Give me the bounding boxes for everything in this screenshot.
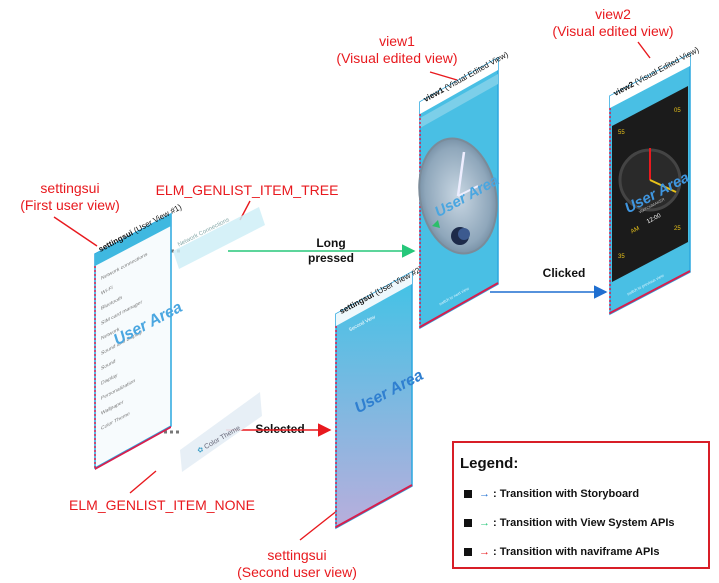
- selected-label: Selected: [255, 422, 305, 436]
- second-view-label-desc: (Second user view): [237, 564, 357, 580]
- second-user-view-panel: settingsui (User View #2) Second View Us…: [334, 264, 426, 530]
- first-panel-frame: [94, 212, 172, 470]
- legend-row-view-system: →: Transition with View System APIs: [464, 517, 675, 529]
- tree-floating-item: Network Connections: [173, 207, 267, 269]
- view1-panel-frame: [418, 56, 499, 330]
- view1-panel: view1 (Visual Edited View) User Area swi…: [418, 50, 510, 330]
- view1-label-desc: (Visual edited view): [336, 50, 458, 66]
- none-floating-item: ✿ Color Theme: [176, 390, 264, 472]
- none-item-callout-line: [129, 470, 157, 494]
- view2-panel-frame: 55 05 35 25: [609, 52, 691, 316]
- legend-bullet: [464, 548, 472, 557]
- legend-bullet: [464, 519, 472, 528]
- long-pressed-label-line2: pressed: [307, 251, 355, 265]
- legend-row-text: : Transition with Storyboard: [493, 488, 640, 500]
- first-user-view-panel: settingsui (User View #1) Network connec…: [93, 202, 185, 470]
- view2-label-desc: (Visual edited view): [552, 23, 674, 39]
- view2-dial-mark: 35: [618, 254, 625, 260]
- view2-callout-line: [637, 41, 651, 59]
- legend-bullet: [464, 490, 472, 499]
- legend-title: Legend:: [460, 455, 519, 472]
- none-item-card: [180, 392, 262, 472]
- clicked-label: Clicked: [542, 266, 586, 280]
- view2-panel: 55 05 35 25 view2 (Visual Edited View) U…: [608, 45, 700, 316]
- long-pressed-label: Long pressed: [296, 236, 366, 266]
- view2-dial-mark: 55: [618, 130, 625, 136]
- tree-item-card: [173, 207, 265, 269]
- tree-item-label: ELM_GENLIST_ITEM_TREE: [155, 182, 339, 198]
- view1-label-name: view1: [379, 33, 415, 49]
- legend-box: Legend: →: Transition with Storyboard →:…: [452, 441, 710, 569]
- second-view-label: settingsui (Second user view): [226, 547, 368, 581]
- second-view-label-name: settingsui: [267, 547, 327, 563]
- view2-label-name: view2: [595, 6, 631, 22]
- green-arrow-icon: →: [479, 517, 490, 529]
- legend-row-text: : Transition with naviframe APIs: [493, 546, 660, 558]
- second-panel-frame: [335, 270, 413, 530]
- view1-label: view1 (Visual edited view): [322, 33, 472, 67]
- red-arrow-icon: →: [479, 546, 490, 558]
- blue-arrow-icon: →: [479, 488, 490, 500]
- view2-label: view2 (Visual edited view): [538, 6, 688, 40]
- first-view-callout-line: [53, 216, 98, 247]
- first-view-label: settingsui (First user view): [6, 180, 134, 214]
- first-view-label-name: settingsui: [40, 180, 100, 196]
- legend-row-storyboard: →: Transition with Storyboard: [464, 488, 639, 500]
- view2-dial-mark: 25: [674, 226, 681, 232]
- long-pressed-label-line1: Long: [316, 236, 346, 250]
- legend-row-naviframe: →: Transition with naviframe APIs: [464, 546, 659, 558]
- legend-row-text: : Transition with View System APIs: [493, 517, 675, 529]
- second-view-callout-line: [299, 509, 339, 541]
- first-view-label-desc: (First user view): [20, 197, 120, 213]
- none-item-label: ELM_GENLIST_ITEM_NONE: [69, 497, 255, 513]
- view2-dial-mark: 05: [674, 108, 681, 114]
- view1-callout-line: [429, 71, 458, 81]
